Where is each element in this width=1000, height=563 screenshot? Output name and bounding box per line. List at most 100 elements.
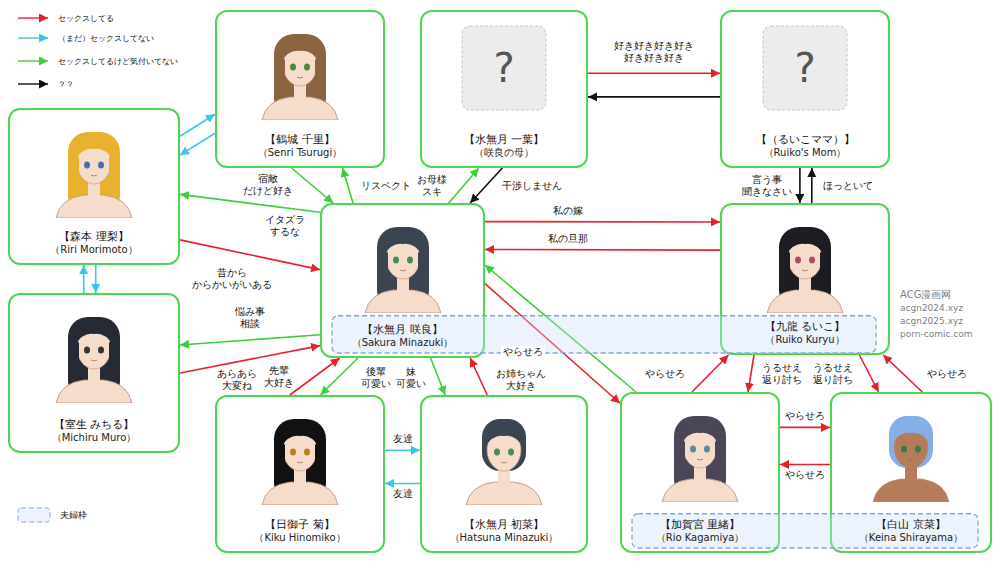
character-portrait [755,213,855,313]
name-block: 【（るいこママ）】（Ruiko's Mom） [722,133,888,159]
eye [690,445,696,452]
relation-arrow [385,449,420,451]
character-portrait [44,303,144,403]
character-box: ? 【（るいこママ）】（Ruiko's Mom） [720,10,890,168]
relation-label: イタズラ するな [263,214,307,238]
relation-arrow [588,96,720,98]
name-block: 【九龍 るいこ】（Ruiko Kuryu） [722,320,888,346]
hair-side [72,154,79,192]
relation-arrow [343,168,354,203]
mouth [297,77,303,78]
character-box: 【水無月 咲良】（Sakura Minazuki） [320,203,485,358]
character-name: 【室生 みちる】 [54,418,135,432]
name-block: 【森本 理梨】（Riri Morimoto） [10,230,178,256]
eye [84,161,90,168]
legend-sample [18,61,48,62]
relation-label: 友達 [391,488,415,500]
hair-side [278,56,285,94]
shoulders [873,479,949,502]
hair-side [783,249,790,287]
character-portrait [250,405,350,505]
relation-arrow [180,335,320,345]
character-portrait [861,402,961,502]
eye [304,448,310,455]
hair-side [109,154,116,192]
hair-side [715,438,722,476]
shoulders [365,290,441,313]
legend-sample [18,38,48,39]
eye [508,448,514,455]
name-block: 【水無月 咲良】（Sakura Minazuki） [322,323,483,349]
relation-arrow [290,358,340,395]
character-box: 【森本 理梨】（Riri Morimoto） [8,108,180,265]
bangs [75,133,113,160]
character-box: 【鶴城 千里】（Senri Tsurugi） [215,10,385,168]
character-name: 【白山 京菜】 [876,518,946,532]
character-subtitle: （咲良の母） [474,147,534,160]
character-subtitle: （Hatsuna Minazuki） [450,532,559,545]
eye [809,256,815,263]
portrait-area [722,213,888,313]
mouth [501,462,507,463]
shoulders [56,195,132,218]
hair-side [418,249,425,287]
character-name: 【水無月 初菜】 [464,518,545,532]
hair-side [381,249,388,287]
relation-label: リスペクト [359,180,413,192]
character-subtitle: （Rio Kagamiya） [656,532,745,545]
watermark: acgn2024.xyz [900,303,963,313]
eye [290,63,296,70]
relation-arrow [95,265,97,293]
relation-label: うるせえ 返り討ち [760,362,804,386]
relation-arrow [180,240,320,270]
relation-label: 先輩 大好き [262,365,296,389]
relation-label: ほっといて [821,180,875,192]
relation-arrow [385,483,420,485]
relation-arrow [485,265,636,392]
relation-label: やらせろ [925,368,969,380]
eye [704,445,710,452]
relation-label: やらせろ [783,410,827,422]
relation-arrow [83,265,85,293]
character-box: 【室生 みちる】（Michiru Muro） [8,293,180,453]
character-portrait [650,402,750,502]
legend-arrow-sample [18,17,48,18]
shoulders [56,380,132,403]
character-name: 【水無月 一葉】 [464,133,545,147]
mouth [802,270,808,271]
watermark: ACG漫画网 [900,288,951,302]
bangs [383,228,421,255]
relation-label: やらせろ [643,368,687,380]
relation-arrow [180,133,215,155]
character-subtitle: （Senri Tsurugi） [258,147,342,160]
relation-label: 言う事 聞きなさい [740,174,794,198]
character-name: 【森本 理梨】 [59,230,129,244]
bangs [281,420,319,447]
hair-side [315,56,322,94]
relation-arrow [780,464,830,466]
character-box: 【九龍 るいこ】（Ruiko Kuryu） [720,203,890,355]
character-subtitle: （Sakura Minazuki） [352,337,454,350]
name-block: 【室生 みちる】（Michiru Muro） [10,418,178,444]
portrait-area [217,20,383,120]
hair-back [889,416,933,468]
legend-text: （まだ）セックスしてない [58,33,154,44]
character-name: 【鶴城 千里】 [265,133,335,147]
hair-side [278,441,285,479]
name-block: 【加賀宮 里緒】（Rio Kagamiya） [622,518,778,544]
character-name: 【水無月 咲良】 [362,323,443,337]
mouth [297,462,303,463]
relation-arrow [692,355,729,392]
relation-arrow [883,355,922,392]
relation-arrow [780,427,830,429]
shoulders [262,97,338,120]
character-name: 【（るいこママ）】 [756,133,855,147]
portrait-area: ? [722,20,888,120]
mouth [697,459,703,460]
relation-label: 友達 [391,433,415,445]
relation-arrow [320,358,358,395]
character-subtitle: （Riri Morimoto） [50,244,137,257]
eye [98,161,104,168]
